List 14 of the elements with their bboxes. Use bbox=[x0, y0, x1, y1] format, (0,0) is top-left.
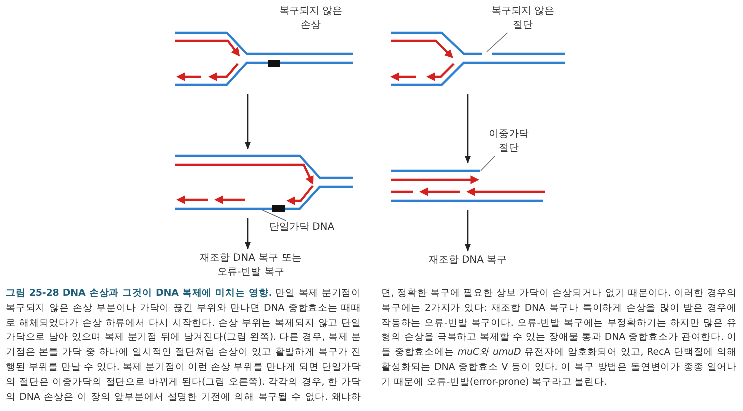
figure-caption: 그림 25-28 DNA 손상과 그것이 DNA 복제에 미치는 영향. 만일 복제 분기점이 복구되지 않은 손상 부분이나 가닥이 끊긴 부위와 만나면 DNA 중합효소는 때때로 해체되었다가 손상 하류에서 다시 시작한다. 손상 부위는 복제되지 않고 단일 가닥으로 남아 있으며 복제 분기점 뒤에 남겨진다(그림 왼쪽). 다른 경우, 복제 분기점은 본틀 가닥 중 하나에 일시적인 절단처럼 손상이 있고 활발하게 복구가 진행된 부위를 만날 수 있다. 복제 분기점이 이런 손상 부위를 만나게 되면 단일가닥의 절단은 이중가닥의 절단으로 바뀌게 된다(그림 오른쪽). 각각의 경우, 한 가닥의 DNA 손상은 이 장의 앞부분에서 설명한 기전에 의해 복구될 수 없다. 왜냐하면, 정확한 복구에 필요한 상보 가닥이 손상되거나 없기 때문이다. 이러한 경우의 복구에는 2가지가 있다: 재조합 DNA 복구나 특이하게 손상을 많이 받은 경우에 작동하는 오류-빈발 복구이다. 오류-빈발 복구에는 부정확하기는 하지만 많은 유형의 손상을 극복하고 복제할 수 있는 장애물 통과 DNA 중합효소가 관여한다. 이들 중합효소에는 muC와 umuD 유전자에 암호화되어 있고, RecA 단백질에 의해 활성화되는 DNA 중합효소 V 등이 있다. 이 복구 방법은 돌연변이가 종종 일어나기 때문에 오류-빈발(error-prone) 복구라고 불린다. bbox=[6, 287, 737, 405]
annotation-label: 재조합 DNA 복구 또는 오류-빈발 복구 bbox=[196, 252, 306, 280]
annotation-label: 이중가닥 절단 bbox=[484, 128, 534, 156]
arrow bbox=[464, 94, 472, 164]
leader-line bbox=[262, 210, 287, 222]
leader-line bbox=[480, 156, 496, 172]
leader-line bbox=[486, 32, 508, 52]
annotation-label: 복구되지 않은 절단 bbox=[488, 5, 558, 33]
annotation-label: 재조합 DNA 복구 bbox=[428, 254, 508, 268]
annotation-label: 단일가닥 DNA bbox=[266, 221, 338, 235]
arrow bbox=[244, 218, 252, 250]
arrow bbox=[464, 210, 472, 252]
arrow bbox=[244, 94, 252, 150]
annotation-label: 복구되지 않은 손상 bbox=[278, 5, 344, 33]
